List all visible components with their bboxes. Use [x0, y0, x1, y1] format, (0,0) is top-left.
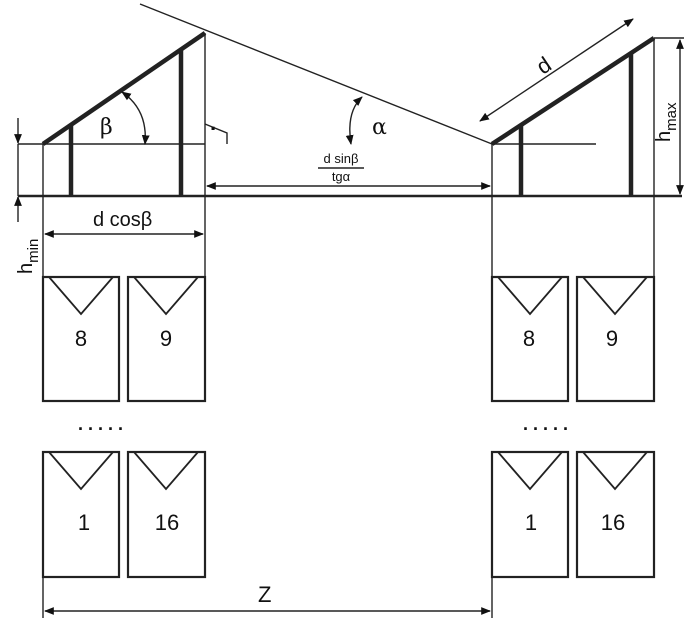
panel-number: 16 [601, 510, 625, 535]
panel-module: 16 [126, 450, 207, 579]
hmax-label-sub: max [663, 102, 680, 131]
right-angle-marker [204, 123, 228, 144]
sun-ray-line [139, 3, 493, 145]
hmin-label-sub: min [25, 239, 42, 263]
ellipsis-left: . . . . . [78, 414, 123, 434]
panel-module: 8 [490, 275, 570, 403]
svg-text:hmin: hmin [15, 239, 42, 274]
hmax-label-main: h [653, 131, 675, 142]
hmax-label: hmax [653, 102, 680, 142]
panel-module: 1 [41, 450, 121, 579]
beta-angle-arc [121, 91, 150, 145]
alpha-label: α [372, 115, 387, 140]
d-dimension-arrow [479, 18, 634, 122]
fraction-numerator: d sinβ [324, 151, 359, 166]
z-label: Z [258, 582, 271, 607]
panel-number: 8 [523, 326, 535, 351]
hmin-label: hmin [15, 239, 42, 274]
panel-module: 16 [575, 450, 656, 579]
alpha-angle-arc [345, 96, 363, 145]
d-cos-beta-label: d cosβ [93, 209, 152, 231]
panel-module: 1 [490, 450, 570, 579]
left-panel-surface [41, 31, 207, 146]
hmin-label-main: h [15, 263, 37, 274]
panel-number: 8 [75, 326, 87, 351]
panel-number: 16 [155, 510, 179, 535]
right-angle-dot: · [210, 116, 217, 141]
ellipsis-right: . . . . . [523, 414, 568, 434]
panel-number: 9 [160, 326, 172, 351]
fraction-denominator: tgα [332, 169, 351, 184]
panel-module: 9 [126, 275, 207, 403]
panel-number: 9 [606, 326, 618, 351]
panel-number: 1 [78, 510, 90, 535]
beta-label: β [100, 115, 113, 140]
panel-module: 9 [575, 275, 656, 403]
panel-number: 1 [525, 510, 537, 535]
panel-module: 8 [41, 275, 121, 403]
d-label: d [532, 52, 556, 80]
svg-text:hmax: hmax [653, 102, 680, 142]
